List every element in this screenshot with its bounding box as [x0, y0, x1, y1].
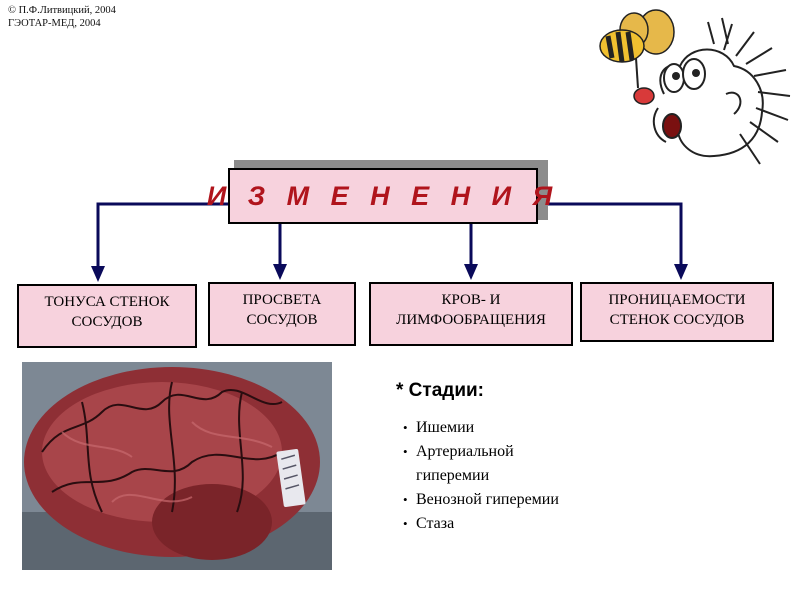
stages-block: * Стадии: • Ишемии • Артериальной гипере… — [396, 380, 559, 536]
bee-sting-cartoon-icon — [594, 4, 794, 174]
list-item: • Артериальной гиперемии — [396, 440, 559, 488]
box-vessel-tone-line-2: СОСУДОВ — [19, 312, 195, 332]
bullet-icon: • — [403, 440, 408, 464]
box-vessel-tone-line-1: ТОНУСА СТЕНОК — [19, 292, 195, 312]
arrowhead-3 — [464, 264, 478, 280]
box-circulation-line-2: ЛИМФООБРАЩЕНИЯ — [371, 310, 571, 330]
box-permeability-line-2: СТЕНОК СОСУДОВ — [582, 310, 772, 330]
bullet-icon: • — [403, 512, 408, 536]
box-circulation: КРОВ- И ЛИМФООБРАЩЕНИЯ — [369, 282, 573, 346]
brain-photo-icon — [22, 362, 332, 570]
title-box: И З М Е Н Е Н И Я — [228, 168, 538, 224]
arrowhead-2 — [273, 264, 287, 280]
stages-list: • Ишемии • Артериальной гиперемии • Вено… — [396, 416, 559, 536]
bullet-icon: • — [403, 416, 408, 440]
stage-stasis: Стаза — [416, 512, 559, 536]
box-circulation-line-1: КРОВ- И — [371, 290, 571, 310]
stage-ischemia: Ишемии — [416, 416, 559, 440]
stage-arterial-line-1: Артериальной — [416, 440, 559, 464]
arrowhead-1 — [91, 266, 105, 282]
brain-photo — [22, 362, 332, 570]
list-item: • Стаза — [396, 512, 559, 536]
box-vessel-tone: ТОНУСА СТЕНОК СОСУДОВ — [17, 284, 197, 348]
copyright-line-2: ГЭОТАР-МЕД, 2004 — [8, 17, 116, 30]
stage-venous: Венозной гиперемии — [416, 488, 559, 512]
list-item: • Ишемии — [396, 416, 559, 440]
connector-4 — [538, 204, 681, 272]
stage-arterial-line-2: гиперемии — [416, 464, 559, 488]
bullet-icon: • — [403, 488, 408, 512]
box-vessel-lumen-line-1: ПРОСВЕТА — [210, 290, 354, 310]
box-vessel-lumen: ПРОСВЕТА СОСУДОВ — [208, 282, 356, 346]
stages-title: * Стадии: — [396, 380, 559, 402]
box-permeability: ПРОНИЦАЕМОСТИ СТЕНОК СОСУДОВ — [580, 282, 774, 342]
diagram-title: И З М Е Н Е Н И Я — [207, 181, 559, 212]
connector-1 — [98, 204, 228, 276]
copyright: © П.Ф.Литвицкий, 2004 ГЭОТАР-МЕД, 2004 — [8, 4, 116, 30]
arrowhead-4 — [674, 264, 688, 280]
list-item: • Венозной гиперемии — [396, 488, 559, 512]
box-permeability-line-1: ПРОНИЦАЕМОСТИ — [582, 290, 772, 310]
copyright-line-1: © П.Ф.Литвицкий, 2004 — [8, 4, 116, 17]
box-vessel-lumen-line-2: СОСУДОВ — [210, 310, 354, 330]
